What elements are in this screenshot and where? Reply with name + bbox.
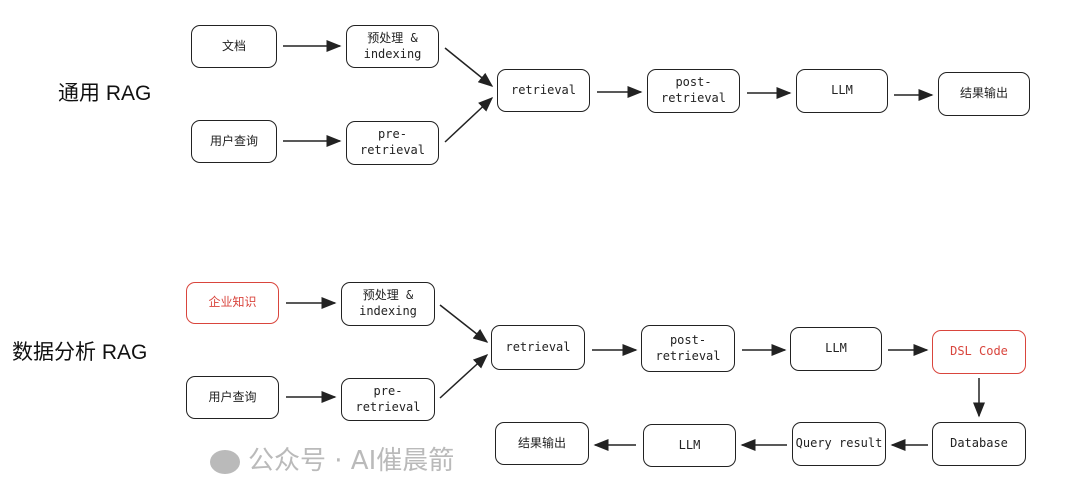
- node-preprocess: 预处理 & indexing: [346, 25, 439, 68]
- node-database: Database: [932, 422, 1026, 466]
- node-retrieval: retrieval: [497, 69, 590, 112]
- node-pre-retrieval: pre-retrieval: [346, 121, 439, 165]
- node-llm: LLM: [796, 69, 888, 113]
- node-llm: LLM: [790, 327, 882, 371]
- node-post-retrieval: post-retrieval: [641, 325, 735, 372]
- arrow: [439, 304, 489, 343]
- node-user-query: 用户查询: [191, 120, 277, 163]
- node-output: 结果输出: [495, 422, 589, 465]
- general-rag-title: 通用 RAG: [58, 82, 152, 105]
- node-dsl-code: DSL Code: [932, 330, 1026, 374]
- watermark-text: 公众号 · AI催晨箭: [248, 446, 455, 476]
- node-query-result: Query result: [792, 422, 886, 466]
- arrow: [444, 96, 494, 143]
- node-doc: 文档: [191, 25, 277, 68]
- node-enterprise-knowledge: 企业知识: [186, 282, 279, 324]
- node-output: 结果输出: [938, 72, 1030, 116]
- node-preprocess: 预处理 & indexing: [341, 282, 435, 326]
- node-user-query: 用户查询: [186, 376, 279, 419]
- arrow: [444, 47, 494, 87]
- arrow: [439, 353, 489, 399]
- watermark: 公众号 · AI催晨箭: [210, 440, 454, 477]
- node-llm-2: LLM: [643, 424, 736, 467]
- wechat-icon: [210, 449, 240, 474]
- analytics-rag-title: 数据分析 RAG: [12, 341, 148, 364]
- node-pre-retrieval: pre-retrieval: [341, 378, 435, 421]
- node-post-retrieval: post-retrieval: [647, 69, 740, 113]
- node-retrieval: retrieval: [491, 325, 585, 370]
